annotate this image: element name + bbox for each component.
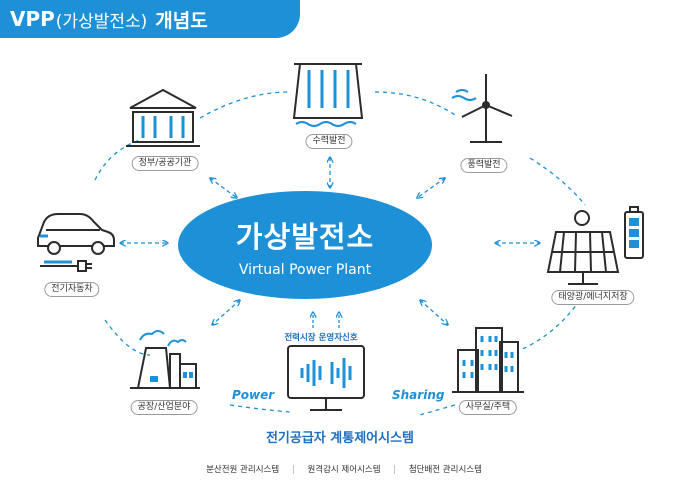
bottom-system-3: 첨단배전 관리시스템 xyxy=(408,465,482,475)
separator: | xyxy=(393,465,397,475)
wind-turbine-icon xyxy=(451,74,513,143)
bottom-system-1: 분산전원 관리시스템 xyxy=(206,465,280,475)
label-wind: 풍력발전 xyxy=(460,158,508,173)
arrow-factory xyxy=(212,300,240,325)
separator: | xyxy=(291,465,295,475)
monitor-icon xyxy=(287,345,365,411)
center-subtitle: Virtual Power Plant xyxy=(238,262,372,278)
government-building-icon xyxy=(126,88,200,147)
label-ev: 전기자동차 xyxy=(44,282,100,297)
center-title: 가상발전소 xyxy=(235,220,375,254)
title-paren: (가상발전소) xyxy=(55,11,148,32)
arrow-government xyxy=(210,178,237,198)
center-ellipse xyxy=(178,191,432,299)
bottom-systems: 분산전원 관리시스템 | 원격감시 제어시스템 | 첨단배전 관리시스템 xyxy=(0,463,688,475)
signal-label: 전력시장 운영자신호 xyxy=(284,333,358,343)
title-concept: 개념도 xyxy=(155,9,208,32)
title-tab: VPP (가상발전소) 개념도 xyxy=(0,0,300,38)
label-hydro: 수력발전 xyxy=(305,134,353,149)
label-office: 사무실/주택 xyxy=(458,400,518,415)
center-arrows xyxy=(120,157,540,325)
office-buildings-icon xyxy=(452,327,524,393)
control-system-label: 전기공급자 계통제어시스템 xyxy=(265,431,415,446)
solar-battery-icon xyxy=(546,206,644,285)
factory-icon xyxy=(130,330,200,389)
flow-label-power: Power xyxy=(232,388,275,402)
flow-label-sharing: Sharing xyxy=(392,388,445,402)
label-solar: 태양광/에너지저장 xyxy=(551,290,635,305)
arrow-wind xyxy=(417,178,445,198)
hydro-dam-icon xyxy=(292,63,364,127)
bottom-system-2: 원격감시 제어시스템 xyxy=(307,465,381,475)
label-factory: 공장/산업분야 xyxy=(130,400,198,415)
label-government: 정부/공공기관 xyxy=(131,156,199,171)
arrow-office xyxy=(420,300,448,325)
electric-car-icon xyxy=(37,213,115,272)
title-vpp: VPP xyxy=(10,7,55,31)
signal-arrows xyxy=(313,312,339,328)
